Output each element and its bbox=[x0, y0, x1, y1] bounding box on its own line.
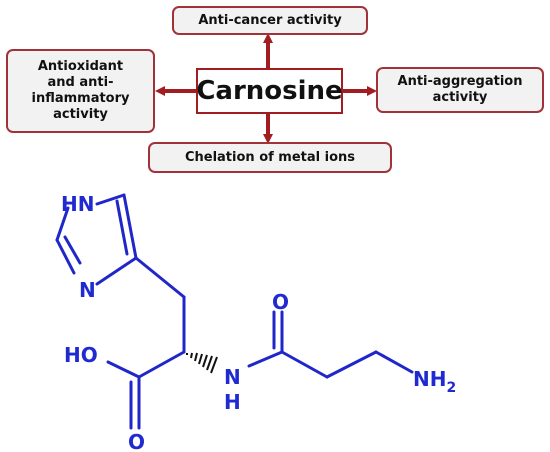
atom-carbonyl-o: O bbox=[272, 290, 289, 314]
atom-labels: HN N O HO N H O NH2 bbox=[61, 192, 456, 452]
bond-c2-c3-double bbox=[115, 199, 129, 256]
bond-carbonyl-ch2 bbox=[280, 350, 329, 379]
carnosine-title: Carnosine bbox=[196, 76, 343, 106]
chelation-label: Chelation of metal ions bbox=[184, 149, 356, 165]
hashed-wedge-bond bbox=[186, 352, 218, 374]
bond-nh-carbonyl bbox=[247, 350, 284, 368]
atom-ho: HO bbox=[64, 343, 98, 367]
anti-aggregation-label-line-2: activity bbox=[432, 90, 488, 105]
bond-c4-hn bbox=[55, 206, 70, 242]
antioxidant-label-line-2: and anti- bbox=[47, 75, 114, 90]
anti-cancer-label: Anti-cancer activity bbox=[198, 12, 342, 28]
carnosine-box: Carnosine bbox=[196, 68, 343, 114]
bond-calpha-cooh bbox=[137, 350, 186, 379]
bond-cooh-ho bbox=[106, 360, 141, 379]
atom-ring-n: N bbox=[79, 278, 96, 302]
atom-acid-o: O bbox=[128, 430, 145, 452]
molecule-bonds bbox=[55, 193, 414, 430]
bond-n-c4 bbox=[55, 238, 76, 275]
bond-ch2-ch2 bbox=[325, 350, 378, 379]
bond-ch2-nh2 bbox=[374, 350, 414, 374]
atom-hn: HN bbox=[61, 192, 94, 216]
anti-aggregation-label-line-1: Anti-aggregation bbox=[397, 74, 523, 89]
bond-n-c4-double bbox=[63, 235, 82, 265]
antioxidant-label-line-3: inflammatory bbox=[31, 91, 130, 106]
bond-ring-ch2 bbox=[134, 256, 186, 299]
atom-amide-h: H bbox=[224, 390, 241, 414]
bond-hn-c2 bbox=[95, 193, 126, 206]
antioxidant-label-line-1: Antioxidant bbox=[37, 59, 124, 74]
chelation-box: Chelation of metal ions bbox=[148, 142, 392, 173]
atom-amide-n: N bbox=[224, 365, 241, 389]
antioxidant-label-line-4: activity bbox=[53, 107, 108, 122]
atom-nh2: NH2 bbox=[413, 367, 456, 396]
arrows bbox=[155, 33, 377, 144]
atom-nh2-main: NH bbox=[413, 367, 446, 391]
anti-cancer-box: Anti-cancer activity bbox=[172, 6, 368, 35]
antioxidant-box: Antioxidant and anti- inflammatory activ… bbox=[6, 49, 155, 133]
bond-c3-n bbox=[95, 256, 138, 286]
anti-aggregation-box: Anti-aggregation activity bbox=[376, 67, 544, 113]
atom-nh2-subscript: 2 bbox=[446, 380, 456, 396]
bond-c2-c3 bbox=[122, 193, 138, 260]
